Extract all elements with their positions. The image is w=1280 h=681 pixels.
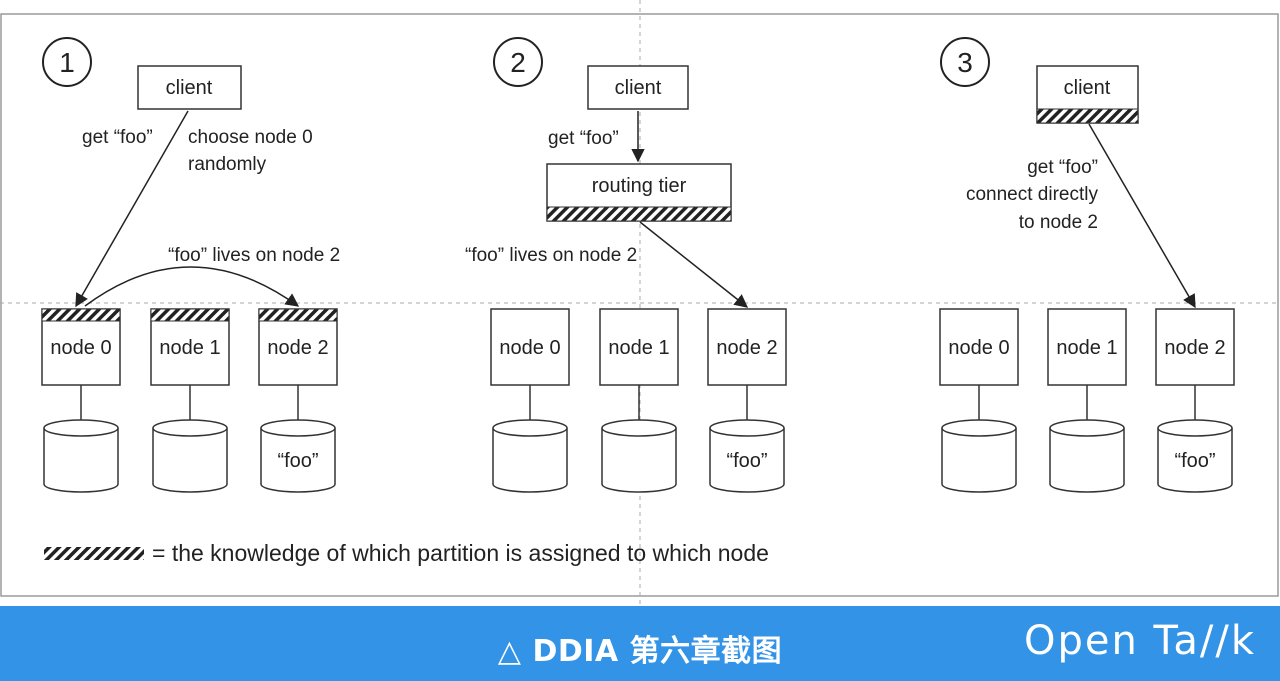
request-arrow xyxy=(75,110,189,308)
routing-tier-label: routing tier xyxy=(592,175,687,197)
node-1-label: node 1 xyxy=(1056,337,1117,359)
database-1-icon xyxy=(601,419,677,493)
node-2-box xyxy=(707,308,787,386)
node-1-box xyxy=(599,308,679,386)
lives-on-label: “foo” lives on node 2 xyxy=(465,245,637,266)
panel-number: 2 xyxy=(510,47,526,78)
get-foo-label: get “foo” xyxy=(82,127,153,148)
client-box xyxy=(137,65,242,110)
caption-bar: △ DDIA 第六章截图 Open Ta//k xyxy=(0,606,1280,681)
stored-foo-label: “foo” xyxy=(726,450,767,472)
panel-number: 3 xyxy=(957,47,973,78)
panel-2: 2 client get “foo” routing tier “foo” li… xyxy=(465,37,787,493)
get-foo-label: get “foo” xyxy=(548,128,619,149)
node-1-hatch xyxy=(150,308,230,322)
node-1-label: node 1 xyxy=(608,337,669,359)
get-foo-label: get “foo” xyxy=(1027,157,1098,178)
node-2-label: node 2 xyxy=(267,337,328,359)
caption-text: △ DDIA 第六章截图 xyxy=(497,634,783,669)
node-2-label: node 2 xyxy=(1164,337,1225,359)
node-0-label: node 0 xyxy=(50,337,111,359)
node-0-label: node 0 xyxy=(499,337,560,359)
node-1-label: node 1 xyxy=(159,337,220,359)
legend: = the knowledge of which partition is as… xyxy=(44,540,769,566)
direct-request-arrow xyxy=(1088,123,1196,309)
database-2-icon xyxy=(709,419,785,493)
routing-tier-hatch xyxy=(546,206,732,222)
panel-1: 1 client get “foo” choose node 0 randoml… xyxy=(41,37,340,493)
panel-number-circle xyxy=(42,37,92,87)
forward-arc-arrow xyxy=(84,266,300,307)
database-1-icon xyxy=(152,419,228,493)
client-label: client xyxy=(166,77,213,99)
stored-foo-label: “foo” xyxy=(277,450,318,472)
node-1-box xyxy=(1047,308,1127,386)
router-to-node-arrow xyxy=(639,221,749,308)
panel-number-circle xyxy=(940,37,990,87)
database-0-icon xyxy=(43,419,119,493)
lives-on-label: “foo” lives on node 2 xyxy=(168,245,340,266)
database-1-icon xyxy=(1049,419,1125,493)
panel-number: 1 xyxy=(59,47,75,78)
node-2-box xyxy=(1155,308,1235,386)
to-node-2-label: to node 2 xyxy=(1019,212,1098,233)
stored-foo-label: “foo” xyxy=(1174,450,1215,472)
partition-routing-diagram: 1 client get “foo” choose node 0 randoml… xyxy=(0,0,1280,606)
node-0-box xyxy=(939,308,1019,386)
database-0-icon xyxy=(492,419,568,493)
client-label: client xyxy=(615,77,662,99)
node-0-label: node 0 xyxy=(948,337,1009,359)
client-box xyxy=(587,65,689,110)
legend-hatch-swatch xyxy=(44,547,144,560)
database-2-icon xyxy=(260,419,336,493)
database-2-icon xyxy=(1157,419,1233,493)
node-0-hatch xyxy=(41,308,121,322)
open-talk-logo: Open Ta//k xyxy=(1024,618,1256,664)
client-label: client xyxy=(1064,77,1111,99)
node-2-label: node 2 xyxy=(716,337,777,359)
client-hatch xyxy=(1036,108,1139,124)
randomly-label: randomly xyxy=(188,154,267,175)
database-0-icon xyxy=(941,419,1017,493)
node-0-box xyxy=(41,308,121,386)
connect-directly-label: connect directly xyxy=(966,184,1099,205)
panel-3: 3 client get “foo” connect directly to n… xyxy=(939,37,1235,493)
node-2-hatch xyxy=(258,308,338,322)
panel-number-circle xyxy=(493,37,543,87)
choose-node-label: choose node 0 xyxy=(188,127,313,148)
legend-text: = the knowledge of which partition is as… xyxy=(152,540,769,566)
